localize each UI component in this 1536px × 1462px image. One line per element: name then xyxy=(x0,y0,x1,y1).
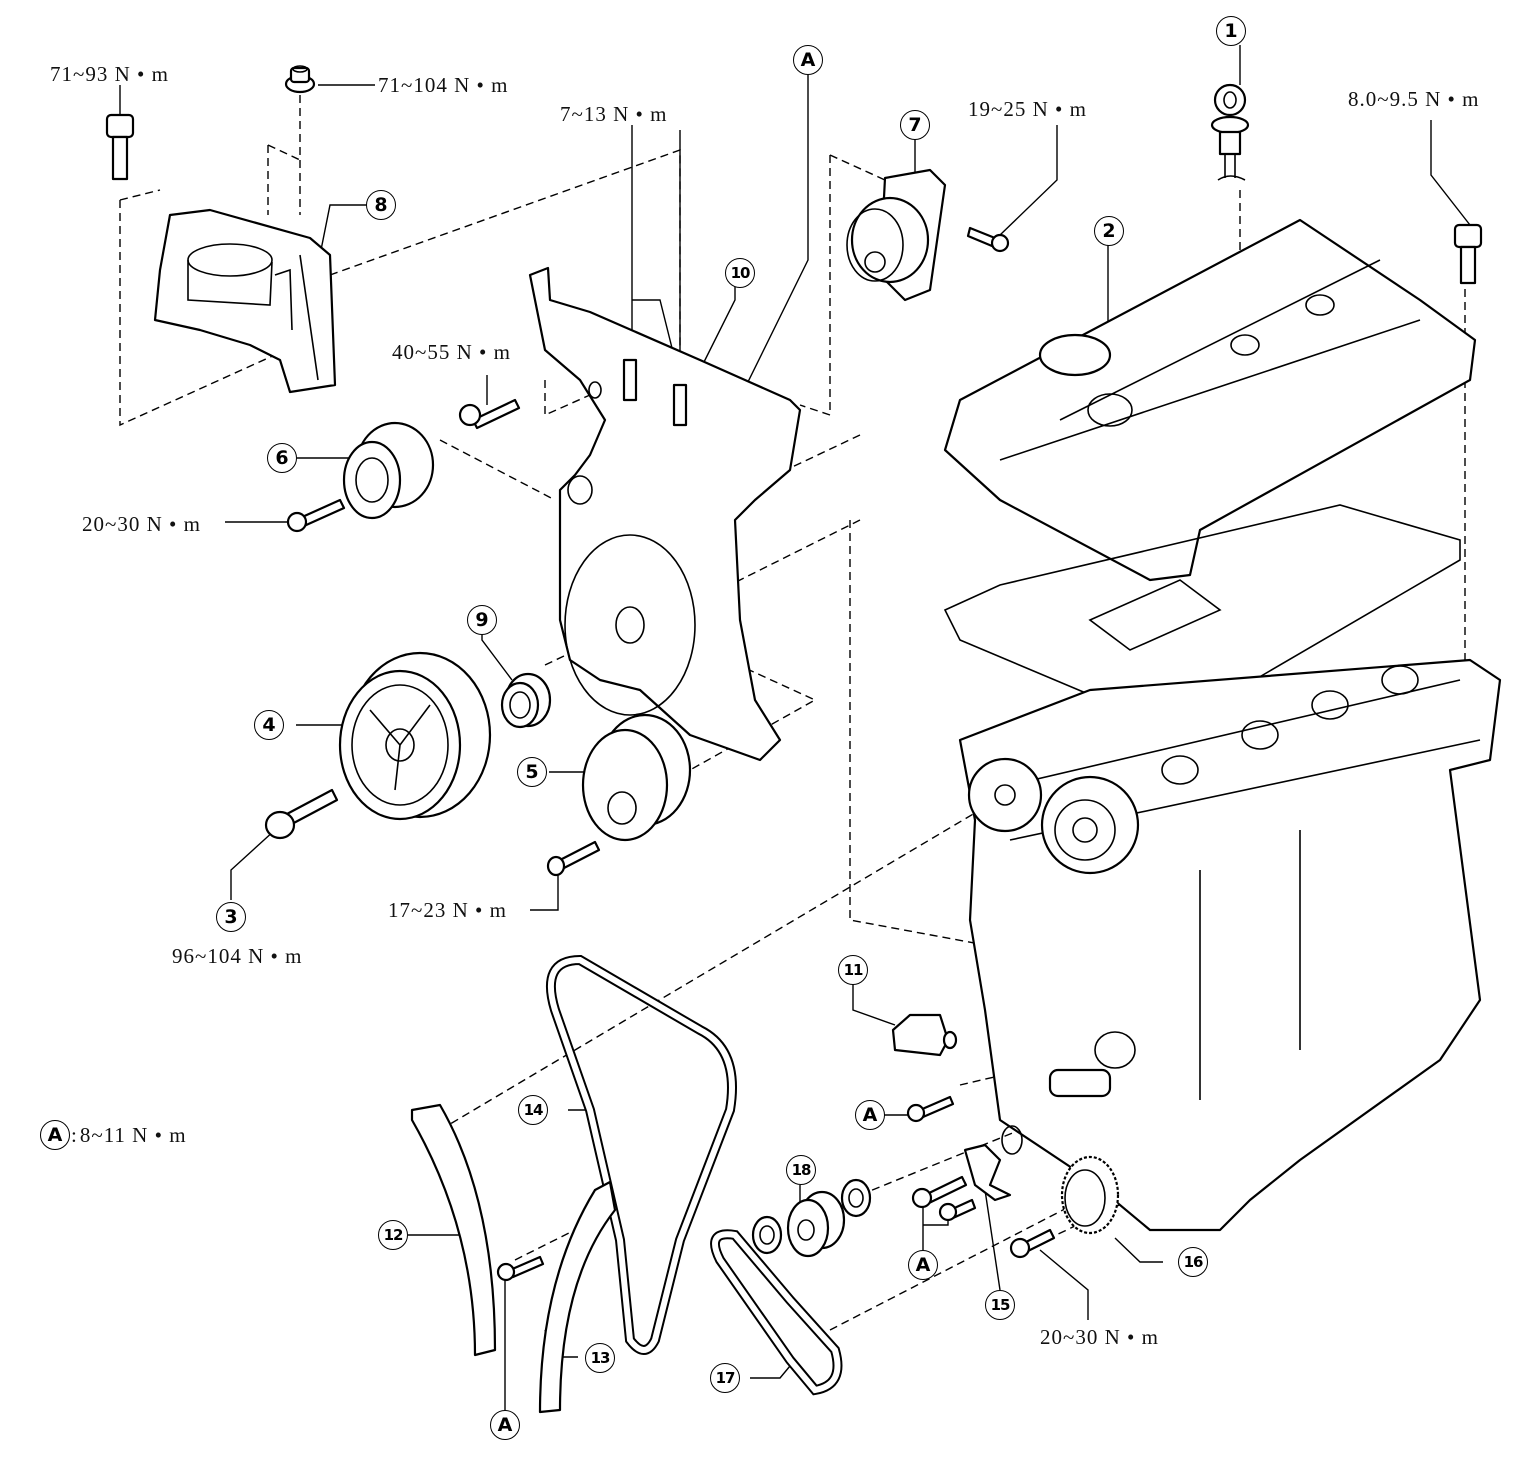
chain-guide-drawing xyxy=(538,1180,617,1414)
callout-8: 8 xyxy=(366,190,396,220)
legend-separator: : xyxy=(71,1122,78,1147)
callout-2: 2 xyxy=(1094,216,1124,246)
torque-label-tensioner-bolt: 19~25 N • m xyxy=(968,97,1087,121)
cylinder-head-cover-drawing xyxy=(943,218,1477,582)
engine-block-drawing xyxy=(958,658,1502,1232)
torque-label-idler6-bolt: 20~30 N • m xyxy=(82,512,201,536)
callout-a-oil-pump-tensioner: A xyxy=(908,1250,938,1280)
torque-label-idler5-bolt: 17~23 N • m xyxy=(388,898,507,922)
callout-12: 12 xyxy=(378,1220,408,1250)
head-cover-gasket-drawing xyxy=(943,504,1461,721)
head-cover-bolt-drawing xyxy=(1453,223,1483,285)
engine-mount-bracket-drawing xyxy=(153,208,337,394)
plug-1-drawing xyxy=(1210,83,1250,181)
cover-bolt-drawing xyxy=(458,398,521,430)
torque-label-oil-pump-sprocket-bolt: 20~30 N • m xyxy=(1040,1325,1159,1349)
mount-bolt-drawing xyxy=(105,113,135,181)
oil-pump-chain-drawing xyxy=(710,1229,843,1396)
callout-11: 11 xyxy=(838,955,868,985)
callout-7: 7 xyxy=(900,110,930,140)
callout-5: 5 xyxy=(517,757,547,787)
crankshaft-pulley-drawing xyxy=(338,651,492,821)
legend-marker-a: A xyxy=(40,1120,70,1150)
callout-4: 4 xyxy=(254,710,284,740)
oil-pump-sprocket-drawing xyxy=(1009,1155,1120,1259)
idler-pulley-5-drawing xyxy=(546,713,692,877)
oil-seal-drawing xyxy=(500,672,552,729)
callout-a-front-cover: A xyxy=(793,45,823,75)
timing-chain-drawing xyxy=(546,954,737,1355)
callout-15: 15 xyxy=(985,1290,1015,1320)
callout-1: 1 xyxy=(1216,16,1246,46)
torque-label-pulley-bolt: 96~104 N • m xyxy=(172,944,303,968)
callout-16: 16 xyxy=(1178,1247,1208,1277)
crankshaft-sprocket-drawing xyxy=(751,1178,872,1258)
torque-label-mount-bolt: 71~93 N • m xyxy=(50,62,169,86)
tensioner-7-drawing xyxy=(846,168,1010,302)
callout-3: 3 xyxy=(216,902,246,932)
idler-pulley-6-drawing xyxy=(286,421,435,533)
engine-front-cover-drawing xyxy=(528,266,802,762)
legend-torque: 8~11 N • m xyxy=(79,1122,187,1147)
callout-18: 18 xyxy=(786,1155,816,1185)
callout-14: 14 xyxy=(518,1095,548,1125)
callout-6: 6 xyxy=(267,443,297,473)
callout-10: 10 xyxy=(725,258,755,288)
callout-13: 13 xyxy=(585,1343,615,1373)
callout-a-chain-guide: A xyxy=(490,1410,520,1440)
callout-17: 17 xyxy=(710,1363,740,1393)
crankshaft-bolt-drawing xyxy=(264,788,339,840)
callout-9: 9 xyxy=(467,605,497,635)
torque-label-cover-studs: 7~13 N • m xyxy=(560,102,668,126)
callout-a-chain-tensioner: A xyxy=(855,1100,885,1130)
mount-nut-drawing xyxy=(284,65,316,94)
tensioner-arm-drawing xyxy=(410,1103,497,1357)
torque-label-mount-nut: 71~104 N • m xyxy=(378,73,509,97)
chain-tensioner-drawing xyxy=(891,1013,958,1123)
oil-pump-tensioner-drawing xyxy=(911,1125,1023,1222)
torque-label-head-cover-bolt: 8.0~9.5 N • m xyxy=(1348,87,1480,111)
torque-legend: A : 8~11 N • m xyxy=(40,1120,187,1150)
guide-bolt-drawing xyxy=(496,1255,545,1282)
torque-label-cover-bolt: 40~55 N • m xyxy=(392,340,511,364)
